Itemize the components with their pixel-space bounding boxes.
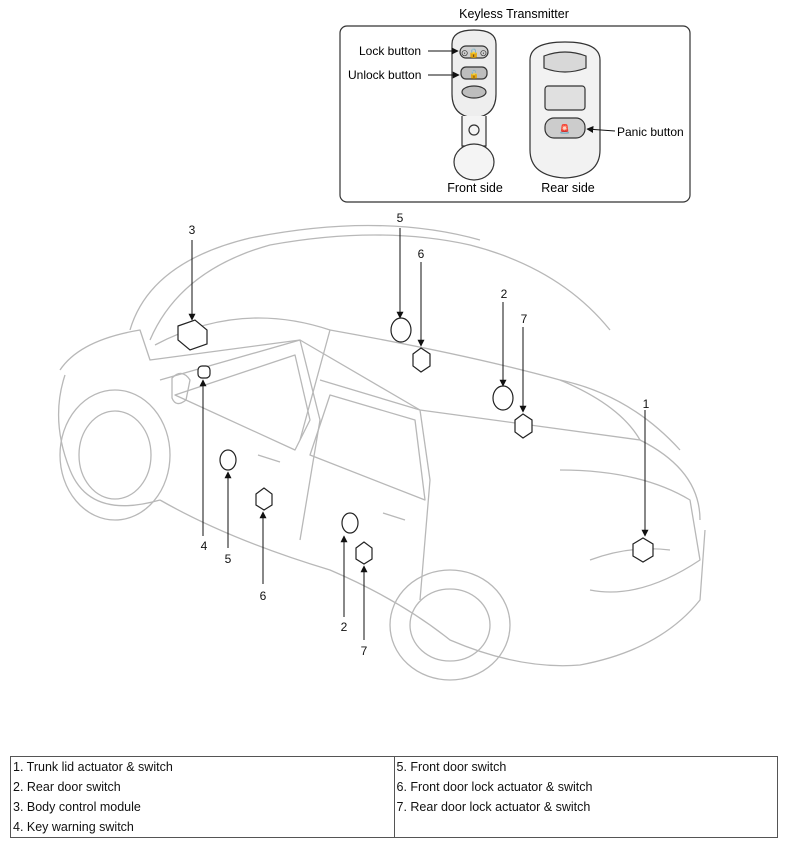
callout-1: 1 xyxy=(643,397,650,411)
svg-text:🚨: 🚨 xyxy=(559,123,570,134)
callout-5-side: 5 xyxy=(225,552,232,566)
transmitter-title: Keyless Transmitter xyxy=(459,7,569,21)
callout-7-side: 7 xyxy=(361,644,368,658)
callout-3: 3 xyxy=(189,223,196,237)
rear-door-switch-marker-roof xyxy=(492,385,514,411)
front-door-switch-marker-roof xyxy=(390,317,412,343)
svg-text:🔓: 🔓 xyxy=(469,69,479,79)
component-markers xyxy=(177,317,654,565)
rear-side-label: Rear side xyxy=(541,181,595,195)
callout-2-side: 2 xyxy=(341,620,348,634)
panic-button-label: Panic button xyxy=(617,125,684,139)
legend-left-column: 1. Trunk lid actuator & switch 2. Rear d… xyxy=(10,756,395,838)
callout-7-roof: 7 xyxy=(521,312,528,326)
legend-table: 1. Trunk lid actuator & switch 2. Rear d… xyxy=(10,756,778,838)
legend-item: 3. Body control module xyxy=(13,800,141,814)
callout-6-side: 6 xyxy=(260,589,267,603)
callout-6-roof: 6 xyxy=(418,247,425,261)
callout-4: 4 xyxy=(201,539,208,553)
lock-icon: ⊙🔒⊙ xyxy=(461,48,487,58)
rear-door-switch-marker-side xyxy=(341,512,359,534)
legend-item: 6. Front door lock actuator & switch xyxy=(396,780,593,794)
callout-numbers: 3 4 5 6 2 7 5 6 2 7 1 xyxy=(189,211,650,658)
key-warning-switch-marker xyxy=(197,365,211,379)
callout-5-roof: 5 xyxy=(397,211,404,225)
callout-lines xyxy=(188,228,649,640)
lock-button-label: Lock button xyxy=(359,44,421,58)
callout-2-roof: 2 xyxy=(501,287,508,301)
keyless-transmitter-inset: Keyless Transmitter ⊙🔒⊙ 🔓 🚨 xyxy=(339,7,691,203)
legend-item: 5. Front door switch xyxy=(396,760,507,774)
legend-item: 2. Rear door switch xyxy=(13,780,121,794)
components-location-diagram: Keyless Transmitter ⊙🔒⊙ 🔓 🚨 xyxy=(57,7,706,681)
transmitter-frame xyxy=(339,25,691,203)
fob-front-illustration xyxy=(451,29,497,181)
front-door-switch-marker-side xyxy=(219,449,237,471)
fob-rear-illustration xyxy=(529,41,601,179)
front-door-lock-actuator-marker-side xyxy=(255,487,273,511)
front-door-lock-actuator-marker-roof xyxy=(412,347,431,373)
body-control-module-marker xyxy=(177,319,208,351)
rear-door-lock-actuator-marker-roof xyxy=(514,413,533,439)
legend-item: 1. Trunk lid actuator & switch xyxy=(13,760,173,774)
svg-text:⊙🔒⊙: ⊙🔒⊙ xyxy=(461,48,487,58)
trunk-lid-actuator-marker xyxy=(632,537,654,563)
legend-item: 4. Key warning switch xyxy=(13,820,134,834)
panic-icon: 🚨 xyxy=(559,123,570,134)
legend-right-column: 5. Front door switch 6. Front door lock … xyxy=(393,756,778,838)
unlock-button-label: Unlock button xyxy=(348,68,421,82)
front-side-label: Front side xyxy=(447,181,503,195)
unlock-icon: 🔓 xyxy=(469,69,479,79)
car-outline xyxy=(57,224,706,681)
rear-door-lock-actuator-marker-side xyxy=(355,541,373,565)
legend-item: 7. Rear door lock actuator & switch xyxy=(396,800,591,814)
panic-arrow xyxy=(586,125,616,133)
